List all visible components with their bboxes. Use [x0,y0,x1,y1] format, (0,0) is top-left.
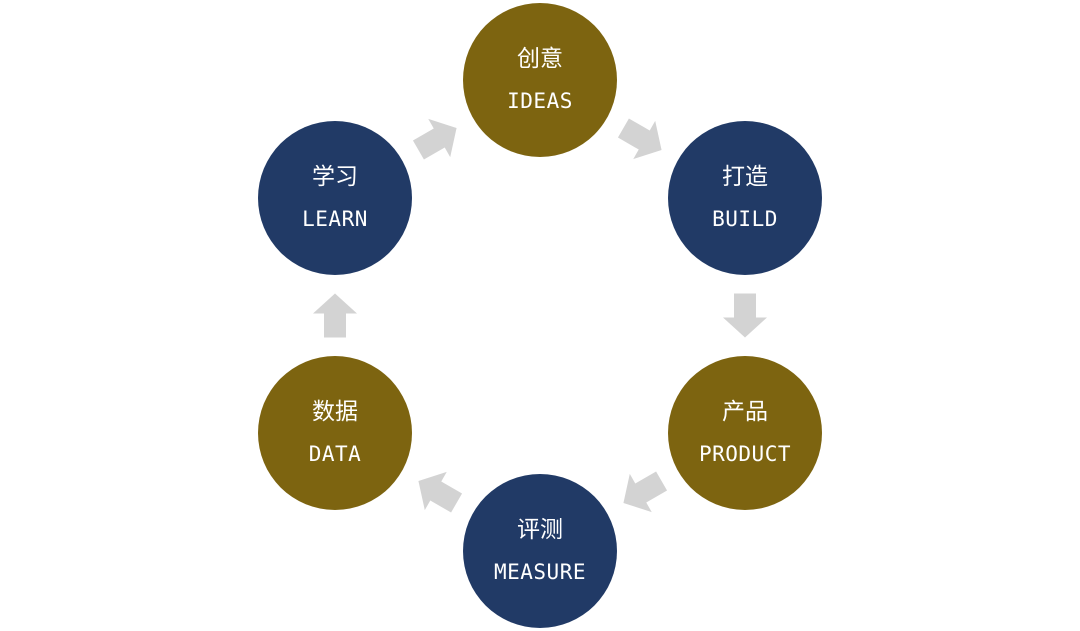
node-learn-en-label: LEARN [302,207,368,231]
node-ideas-circle [463,3,617,157]
node-data: 数据 DATA [258,356,412,510]
node-ideas: 创意 IDEAS [463,3,617,157]
node-learn-circle [258,121,412,275]
arrow-icon-ideas-to-build [617,118,662,160]
node-product-cn-label: 产品 [722,399,768,425]
node-product-en-label: PRODUCT [699,442,791,466]
node-measure-en-label: MEASURE [494,560,586,584]
arrow-icon-product-to-measure [623,471,668,513]
arrow-icon-learn-to-ideas [412,118,457,160]
node-measure-circle [463,474,617,628]
node-learn-cn-label: 学习 [312,164,358,190]
node-layer: 创意 IDEAS 打造 BUILD 产品 PRODUCT 评测 MEASURE 数据 DATA 学习… [258,3,822,628]
node-ideas-cn-label: 创意 [517,46,563,72]
node-product: 产品 PRODUCT [668,356,822,510]
arrow-icon-data-to-learn [313,293,357,338]
node-build-en-label: BUILD [712,207,778,231]
node-ideas-en-label: IDEAS [507,89,573,113]
arrow-icon-measure-to-data [418,471,463,513]
node-data-en-label: DATA [309,442,362,466]
node-data-circle [258,356,412,510]
arrow-icon-build-to-product [723,293,767,338]
node-measure: 评测 MEASURE [463,474,617,628]
node-build: 打造 BUILD [668,121,822,275]
node-learn: 学习 LEARN [258,121,412,275]
node-measure-cn-label: 评测 [517,517,563,543]
node-product-circle [668,356,822,510]
node-build-cn-label: 打造 [722,164,768,190]
arrow-layer [313,118,767,513]
node-build-circle [668,121,822,275]
node-data-cn-label: 数据 [312,399,358,425]
